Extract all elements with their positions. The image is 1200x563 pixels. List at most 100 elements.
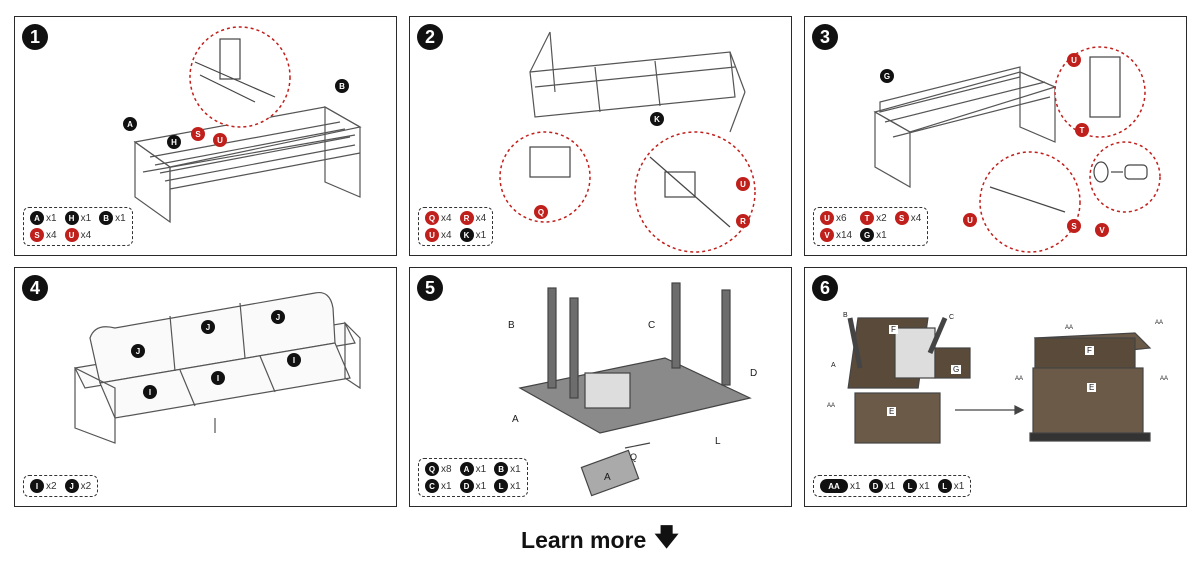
part-qty: x4 bbox=[910, 212, 922, 224]
step-3-diagram bbox=[873, 46, 1161, 253]
label-a: A bbox=[831, 362, 836, 369]
part-qty: x4 bbox=[80, 229, 92, 241]
step-number: 2 bbox=[417, 24, 443, 50]
part-qty: x4 bbox=[441, 212, 452, 224]
part-qty: x1 bbox=[919, 480, 930, 492]
part-qty: x6 bbox=[836, 212, 847, 224]
label-f: F bbox=[1085, 346, 1094, 355]
learn-more-link[interactable]: Learn more 🡇 bbox=[0, 520, 1200, 561]
step-6-diagram bbox=[847, 317, 1152, 444]
label-aa: AA bbox=[1155, 320, 1164, 326]
part-badge: U bbox=[64, 228, 79, 242]
part-qty: x2 bbox=[876, 212, 887, 224]
learn-more-label: Learn more bbox=[521, 527, 647, 553]
step-number: 4 bbox=[22, 275, 48, 301]
part-badge: D bbox=[868, 479, 883, 493]
step-number: 1 bbox=[22, 24, 48, 50]
label-t: T bbox=[1075, 123, 1089, 137]
label-u: U bbox=[1067, 53, 1081, 67]
part-qty: x1 bbox=[953, 480, 965, 492]
label-r: R bbox=[736, 214, 750, 228]
label-j: J bbox=[131, 344, 145, 358]
step-number: 5 bbox=[417, 275, 443, 301]
plate-label-a: A bbox=[604, 472, 611, 483]
label-s: S bbox=[1067, 219, 1081, 233]
label-a: A bbox=[123, 117, 137, 131]
part-qty: x1 bbox=[475, 480, 487, 492]
label-i: I bbox=[143, 385, 157, 399]
part-badge: U bbox=[425, 228, 439, 242]
part-badge: AA bbox=[820, 479, 848, 493]
part-badge: G bbox=[860, 228, 875, 242]
label-i: I bbox=[287, 353, 301, 367]
label-h: H bbox=[167, 135, 181, 149]
label-aa: AA bbox=[1015, 376, 1024, 382]
part-qty: x1 bbox=[510, 463, 521, 475]
part-qty: x1 bbox=[441, 480, 452, 492]
part-qty: x1 bbox=[510, 480, 521, 492]
part-badge: V bbox=[820, 228, 834, 242]
part-qty: x2 bbox=[80, 480, 92, 492]
label-u: U bbox=[736, 177, 750, 191]
label-aa: AA bbox=[827, 403, 836, 409]
part-badge: T bbox=[860, 211, 875, 225]
part-qty: x8 bbox=[441, 463, 452, 475]
step-1-diagram bbox=[133, 26, 362, 224]
part-badge: H bbox=[64, 211, 79, 225]
part-badge: L bbox=[494, 479, 509, 493]
part-badge: B bbox=[99, 211, 114, 225]
label-e: E bbox=[1087, 383, 1097, 392]
step-2-diagram bbox=[499, 31, 756, 253]
label-e: E bbox=[887, 407, 897, 416]
part-badge: I bbox=[30, 479, 44, 493]
label-i: I bbox=[211, 371, 225, 385]
part-badge: L bbox=[937, 479, 952, 493]
part-qty: x1 bbox=[80, 212, 92, 224]
label-u: U bbox=[963, 213, 977, 227]
label-b: B bbox=[508, 320, 515, 331]
part-qty: x4 bbox=[46, 229, 57, 241]
label-b: B bbox=[335, 79, 349, 93]
part-qty: x1 bbox=[475, 463, 487, 475]
label-c: C bbox=[648, 320, 656, 331]
part-qty: x1 bbox=[115, 212, 126, 224]
part-badge: R bbox=[459, 211, 474, 225]
down-arrow-icon: 🡇 bbox=[654, 524, 679, 551]
label-b: B bbox=[843, 312, 848, 319]
label-d: D bbox=[750, 368, 758, 379]
label-j: J bbox=[201, 320, 215, 334]
part-qty: x14 bbox=[836, 229, 853, 241]
part-qty: x1 bbox=[475, 229, 487, 241]
label-aa: AA bbox=[1065, 325, 1074, 331]
part-badge: B bbox=[494, 462, 509, 476]
label-j: J bbox=[271, 310, 285, 324]
part-qty: x2 bbox=[46, 480, 57, 492]
part-qty: x4 bbox=[475, 212, 487, 224]
